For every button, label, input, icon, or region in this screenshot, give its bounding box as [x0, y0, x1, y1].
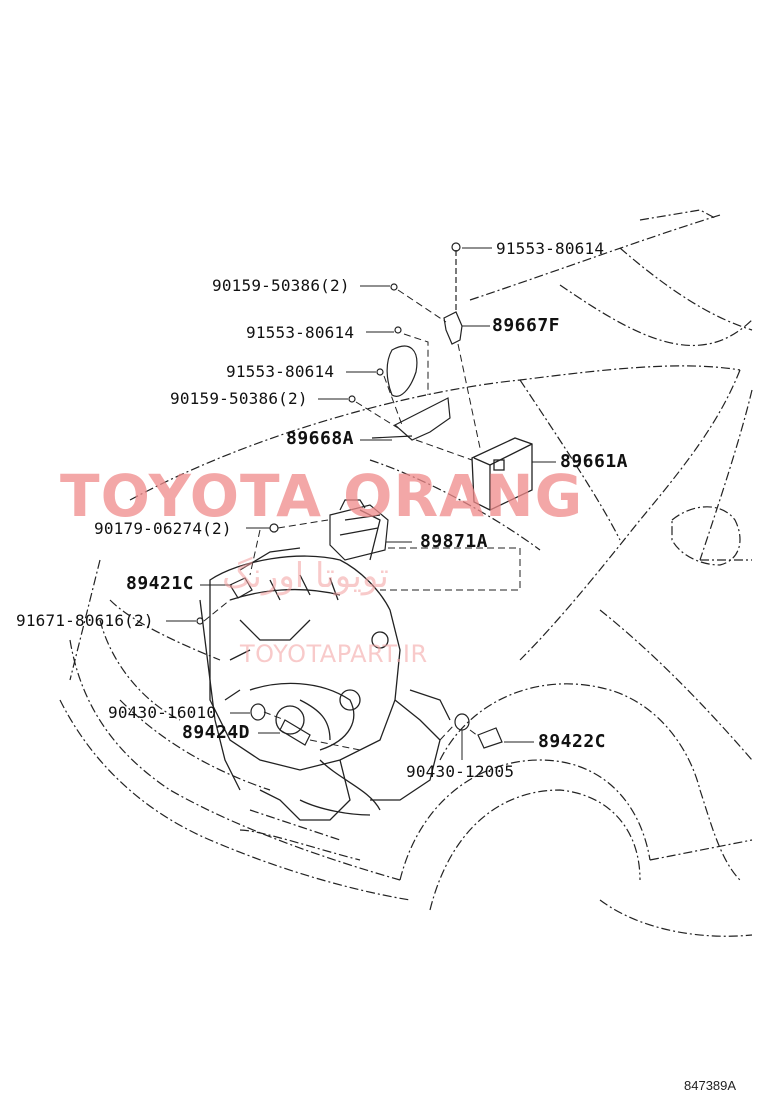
part-label-89668A: 89668A: [286, 428, 355, 449]
part-label-89871A: 89871A: [420, 531, 489, 552]
part-label-90430-16010: 90430-16010: [108, 703, 217, 722]
watermark-site: TOYOTAPART.IR: [240, 640, 428, 668]
part-label-90430-12005: 90430-12005: [406, 762, 515, 781]
part-label-90179-06274: 90179-06274(2): [94, 519, 232, 538]
part-label-90159-50386-lower: 90159-50386(2): [170, 389, 308, 408]
part-label-91553-80614-lower: 91553-80614: [226, 362, 335, 381]
watermark-farsi: تویوتا اورنگ: [222, 556, 389, 596]
part-label-91553-80614-top: 91553-80614: [496, 239, 605, 258]
part-label-89667F: 89667F: [492, 315, 561, 336]
part-label-90159-50386-upper: 90159-50386(2): [212, 276, 350, 295]
part-label-89424D: 89424D: [182, 722, 251, 743]
part-label-91671-80616: 91671-80616(2): [16, 611, 154, 630]
diagram-reference-number: 847389A: [684, 1078, 737, 1093]
part-label-89421C: 89421C: [126, 573, 195, 594]
watermark-brand: TOYOTA ORANG: [60, 462, 584, 530]
part-label-89422C: 89422C: [538, 731, 607, 752]
part-label-91553-80614-mid: 91553-80614: [246, 323, 355, 342]
part-label-89661A: 89661A: [560, 451, 629, 472]
